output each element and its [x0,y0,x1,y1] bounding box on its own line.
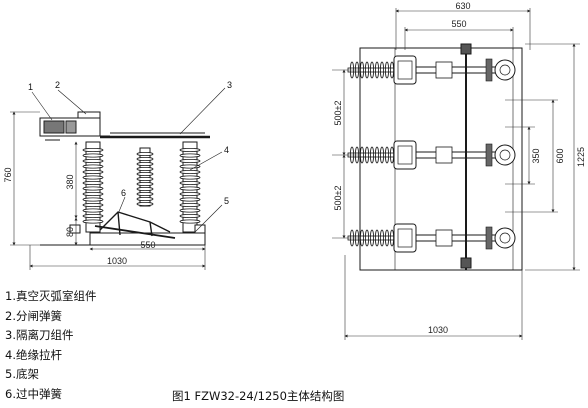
callout-6: 6 [121,188,126,198]
phase-assembly [347,223,516,253]
dim-550-top: 550 [451,19,466,29]
dim-500-upper: 500±2 [333,101,343,126]
dim-1225: 1225 [576,147,586,167]
legend-item-2: 2.分闸弹簧 [5,308,62,323]
insulator-right [179,141,201,233]
parts-legend: 1.真空灭弧室组件 2.分闸弹簧 3.隔离刀组件 4.绝缘拉杆 5.底架 6.过… [5,287,96,405]
callout-3: 3 [227,80,232,90]
dim-550-side: 550 [140,240,155,250]
legend-item-3: 3.隔离刀组件 [5,328,74,343]
dim-1030-top: 1030 [428,325,448,335]
legend-item-5: 5.底架 [5,367,39,382]
callout-1: 1 [28,82,33,92]
figure-caption: 图1 FZW32-24/1250主体结构图 [172,389,345,403]
callout-2: 2 [55,80,60,90]
insulator-left [82,141,104,233]
dim-630: 630 [455,1,470,11]
dim-500-lower: 500±2 [333,186,343,211]
dim-760: 760 [3,167,13,182]
dim-600: 600 [555,148,565,163]
side-view-dimensions [10,111,206,270]
dim-350: 350 [531,148,541,163]
callout-leaders [31,87,226,233]
legend-item-6: 6.过中弹簧 [5,386,62,401]
legend-item-4: 4.绝缘拉杆 [5,347,62,362]
dim-80: 80 [65,227,75,237]
callout-5: 5 [224,196,229,206]
dim-380: 380 [65,174,75,189]
top-view [347,43,523,271]
side-view [39,111,210,246]
callout-4: 4 [224,145,229,155]
top-view-dimensions [332,8,580,340]
dim-1030-side: 1030 [107,256,127,266]
legend-item-1: 1.真空灭弧室组件 [5,289,97,303]
insulator-middle [136,147,154,207]
